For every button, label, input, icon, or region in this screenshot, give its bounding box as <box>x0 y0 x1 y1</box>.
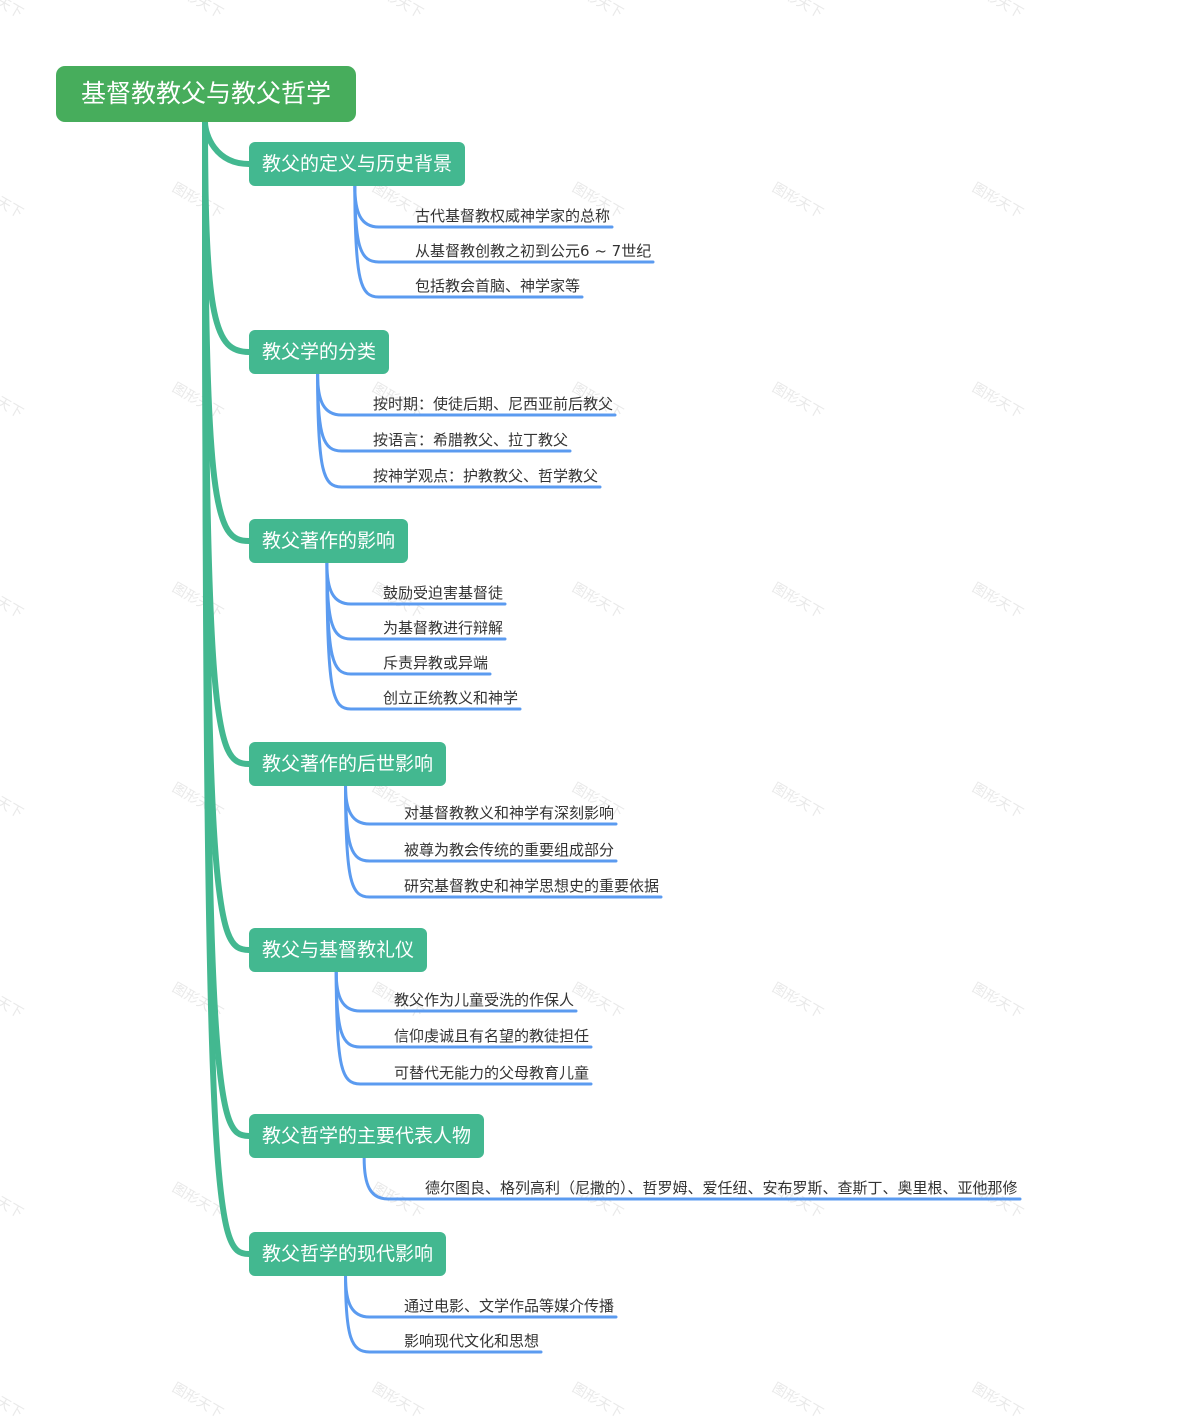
trunk-connector <box>202 119 252 1257</box>
leaf-connector <box>325 561 522 711</box>
leaf-topic[interactable]: 从基督教创教之初到公元6 ~ 7世纪 <box>415 242 652 260</box>
leaf-topic[interactable]: 古代基督教权威神学家的总称 <box>415 207 611 225</box>
leaf-connector <box>353 184 584 299</box>
branch-topic[interactable]: 教父著作的影响 <box>249 519 409 563</box>
leaf-topic[interactable]: 按时期：使徒后期、尼西亚前后教父 <box>373 395 614 413</box>
branch-topic[interactable]: 教父的定义与历史背景 <box>249 142 466 186</box>
branch-topic[interactable]: 教父与基督教礼仪 <box>249 928 428 972</box>
leaf-topic[interactable]: 通过电影、文学作品等媒介传播 <box>404 1297 615 1315</box>
leaf-topic[interactable]: 包括教会首脑、神学家等 <box>415 277 581 295</box>
branch-topic[interactable]: 教父哲学的主要代表人物 <box>249 1114 485 1158</box>
leaf-topic[interactable]: 可替代无能力的父母教育儿童 <box>394 1064 590 1082</box>
leaf-topic[interactable]: 信仰虔诚且有名望的教徒担任 <box>394 1027 590 1045</box>
leaf-topic[interactable]: 创立正统教义和神学 <box>383 689 519 707</box>
leaf-topic[interactable]: 研究基督教史和神学思想史的重要依据 <box>404 877 660 895</box>
leaf-topic[interactable]: 被尊为教会传统的重要组成部分 <box>404 841 615 859</box>
leaf-topic[interactable]: 对基督教教义和神学有深刻影响 <box>404 804 615 822</box>
leaf-topic[interactable]: 按神学观点：护教教父、哲学教父 <box>373 467 599 485</box>
leaf-topic[interactable]: 德尔图良、格列高利（尼撒的）、哲罗姆、爱任纽、安布罗斯、查斯丁、奥里根、亚他那修 <box>425 1179 1018 1197</box>
leaf-topic[interactable]: 影响现代文化和思想 <box>404 1332 540 1350</box>
leaf-connector <box>344 1274 543 1354</box>
trunk-connector <box>202 119 252 167</box>
leaf-topic[interactable]: 按语言：希腊教父、拉丁教父 <box>373 431 569 449</box>
leaf-connector <box>344 784 663 899</box>
branch-topic[interactable]: 教父学的分类 <box>249 330 390 374</box>
branch-topic[interactable]: 教父哲学的现代影响 <box>249 1232 447 1276</box>
leaf-topic[interactable]: 斥责异教或异端 <box>383 654 489 672</box>
leaf-topic[interactable]: 鼓励受迫害基督徒 <box>383 584 504 602</box>
branch-topic[interactable]: 教父著作的后世影响 <box>249 742 447 786</box>
root-topic[interactable]: 基督教教父与教父哲学 <box>56 66 356 122</box>
leaf-topic[interactable]: 教父作为儿童受洗的作保人 <box>394 991 575 1009</box>
trunk-connector <box>202 119 252 544</box>
leaf-connector <box>316 372 602 489</box>
leaf-connector <box>362 1156 1022 1201</box>
leaf-topic[interactable]: 为基督教进行辩解 <box>383 619 504 637</box>
leaf-connector <box>334 970 593 1086</box>
